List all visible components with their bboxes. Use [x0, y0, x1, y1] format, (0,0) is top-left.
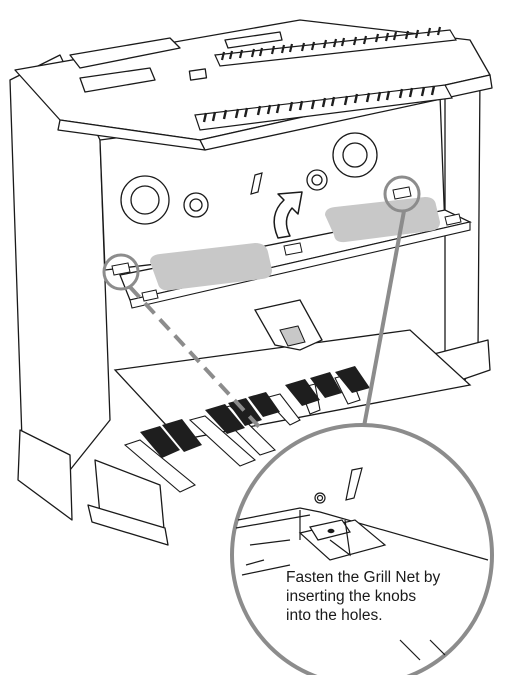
- callout-line-3: into the holes.: [286, 607, 383, 624]
- callout-line-2: inserting the knobs: [286, 588, 416, 605]
- callout-line-1: Fasten the Grill Net by: [286, 569, 440, 586]
- zoom-detail: [232, 425, 492, 675]
